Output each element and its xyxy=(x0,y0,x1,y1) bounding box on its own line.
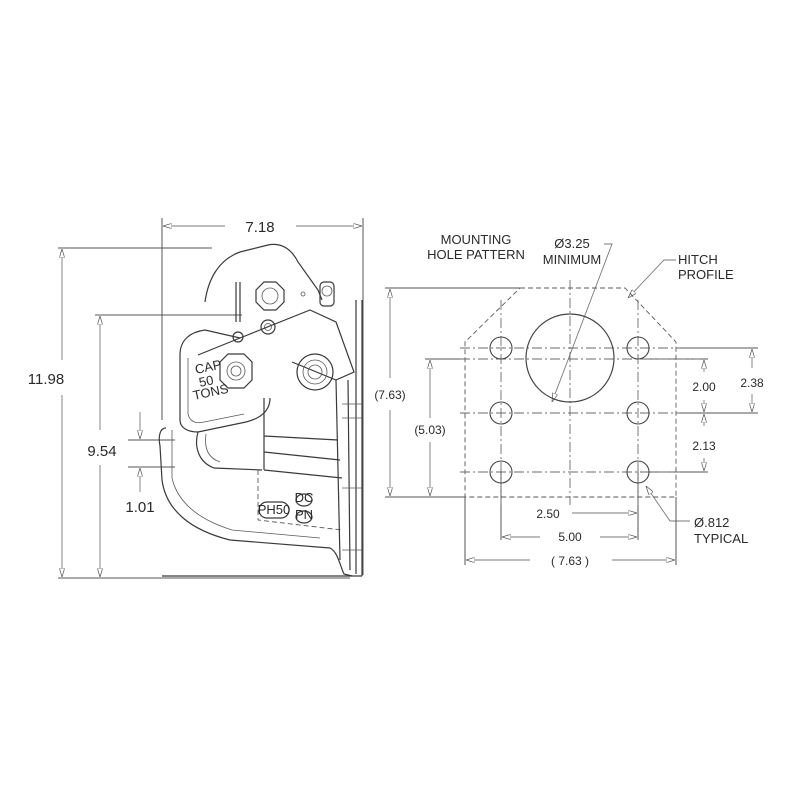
dc-badge: DC xyxy=(295,490,314,505)
dim-plate-height-label: (7.63) xyxy=(374,388,405,402)
dim-jaw-opening-label: 1.01 xyxy=(125,499,154,516)
hitch-profile-label-line2: PROFILE xyxy=(678,267,734,282)
mounting-view: MOUNTING HOLE PATTERN Ø3.25 MINIMUM HITC… xyxy=(374,232,764,568)
bolt-hole-label-line2: TYPICAL xyxy=(694,531,748,546)
cap-label-line3: TONS xyxy=(192,381,231,403)
mounting-holes xyxy=(489,313,650,484)
dim-hole-span-width-5-00: 5.00 xyxy=(502,530,637,544)
cap-label-line1: CAP xyxy=(194,357,223,377)
dim-plate-width-label: ( 7.63 ) xyxy=(551,554,589,568)
cap-label-line2: 50 xyxy=(198,372,215,390)
dim-lower-spacing-label: 2.13 xyxy=(692,439,716,453)
dim-hole-span-height-label: (5.03) xyxy=(414,423,445,437)
dim-pin-height-label: 9.54 xyxy=(87,443,116,460)
bolt-hole-label-line1: Ø.812 xyxy=(694,515,729,530)
dim-upper-spacing-2-00: 2.00 xyxy=(692,360,716,412)
dim-hole-span-height-5-03: (5.03) xyxy=(414,360,446,496)
dim-jaw-opening-1-01: 1.01 xyxy=(125,412,155,516)
dim-lower-spacing-2-13: 2.13 xyxy=(692,414,716,471)
dim-top-offset-2-38: 2.38 xyxy=(740,349,764,412)
bolt-hole xyxy=(489,460,513,484)
bolt-hole xyxy=(626,336,650,360)
hitch-body: CAP 50 TONS PH50 DC PN xyxy=(158,243,363,577)
dim-half-width-label: 2.50 xyxy=(536,507,560,521)
dim-plate-height-7-63: (7.63) xyxy=(374,289,406,496)
dim-width-label: 7.18 xyxy=(245,219,274,236)
hitch-profile-outline xyxy=(464,287,677,498)
dim-width-7-18: 7.18 xyxy=(163,219,362,236)
mounting-title-line2: HOLE PATTERN xyxy=(427,247,525,262)
dim-top-offset-label: 2.38 xyxy=(740,376,764,390)
dim-overall-height-label: 11.98 xyxy=(28,371,64,388)
center-hole-label-line1: Ø3.25 xyxy=(554,236,589,251)
dim-upper-spacing-label: 2.00 xyxy=(692,380,716,394)
leader-lines xyxy=(552,243,690,522)
dim-overall-height-11-98: 11.98 xyxy=(28,249,64,577)
bolt-hole xyxy=(489,401,513,425)
center-hole-label-line2: MINIMUM xyxy=(543,252,602,267)
mounting-title-line1: MOUNTING xyxy=(441,232,512,247)
side-view-extension-lines xyxy=(58,218,364,579)
pn-badge: PN xyxy=(295,507,313,522)
dim-plate-width-7-63: ( 7.63 ) xyxy=(466,554,675,568)
center-hole xyxy=(525,313,615,403)
centerlines xyxy=(460,280,700,505)
bolt-hole xyxy=(626,401,650,425)
dim-hole-span-width-label: 5.00 xyxy=(558,530,582,544)
dim-pin-height-9-54: 9.54 xyxy=(87,316,117,577)
side-view: 7.18 11.98 9.54 1.01 xyxy=(28,218,364,579)
model-badge: PH50 xyxy=(258,502,291,517)
bolt-hole xyxy=(626,460,650,484)
hitch-profile-label-line1: HITCH xyxy=(678,252,718,267)
bolt-hole xyxy=(489,336,513,360)
dim-half-width-2-50: 2.50 xyxy=(536,507,637,521)
